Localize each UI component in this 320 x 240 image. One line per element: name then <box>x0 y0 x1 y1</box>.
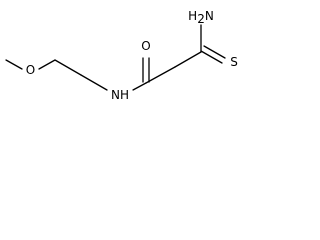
molecule-structure: O O NH S H2N <box>5 9 238 102</box>
thioamide-sulfur-label: S <box>230 55 238 69</box>
bond-nh-carbonyl <box>132 82 147 91</box>
bond-o-ch2 <box>38 59 56 70</box>
bond-carbonyl-ch2 <box>145 66 176 84</box>
bond-ch2-thiocarbon <box>174 51 202 68</box>
amide-oxygen-label: O <box>141 39 150 53</box>
thioamide-amine-label: H2N <box>188 9 214 26</box>
bond-ch2-ch2 <box>54 59 82 76</box>
bond-thiocarbon-s-2 <box>203 45 226 59</box>
bond-methyl-o <box>5 59 23 70</box>
bond-ch2-nh <box>80 74 108 91</box>
methoxy-oxygen-label: O <box>26 63 35 77</box>
amide-nitrogen-label: NH <box>111 88 129 102</box>
bond-thiocarbon-s-1 <box>200 50 223 64</box>
structure-canvas: O O NH S H2N <box>0 0 250 120</box>
